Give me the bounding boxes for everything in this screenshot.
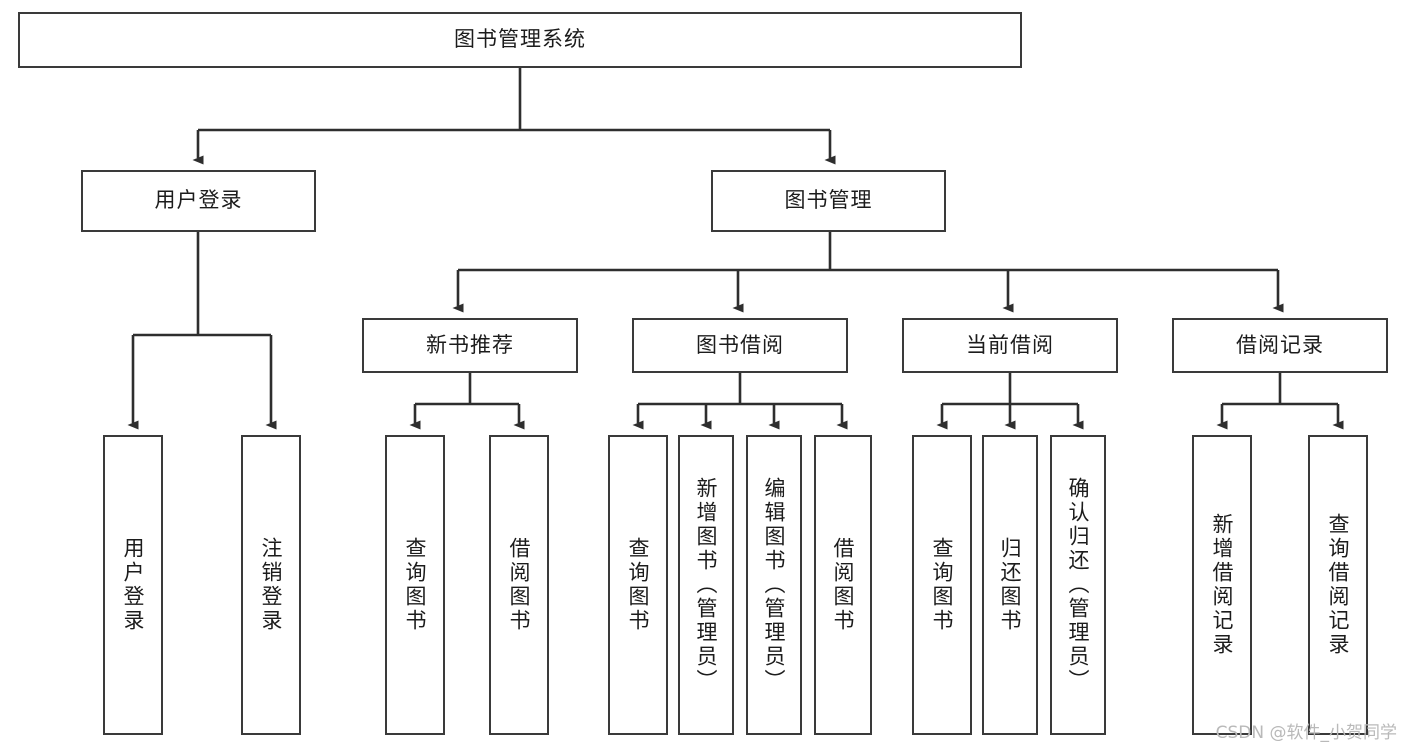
- node-label: 借阅图书: [507, 537, 532, 633]
- node-label: 编辑图书（管理员）: [762, 477, 787, 693]
- leaf-query-book-current[interactable]: 查询图书: [912, 435, 972, 735]
- node-label: 图书借阅: [696, 332, 784, 357]
- node-label: 查询借阅记录: [1326, 513, 1351, 657]
- leaf-user-logout[interactable]: 注销登录: [241, 435, 301, 735]
- leaf-borrow-book[interactable]: 借阅图书: [814, 435, 872, 735]
- node-label: 新增借阅记录: [1210, 513, 1235, 657]
- watermark-text: CSDN @软件_小贺同学: [1215, 723, 1397, 743]
- node-label: 新增图书（管理员）: [694, 477, 719, 693]
- node-book-management[interactable]: 图书管理: [711, 170, 946, 232]
- node-label: 确认归还（管理员）: [1066, 477, 1091, 693]
- node-current-borrow[interactable]: 当前借阅: [902, 318, 1118, 373]
- node-label: 注销登录: [259, 537, 284, 633]
- node-label: 图书管理: [784, 188, 873, 213]
- node-label: 图书管理系统: [454, 27, 586, 52]
- leaf-return-book[interactable]: 归还图书: [982, 435, 1038, 735]
- leaf-query-book-recommend[interactable]: 查询图书: [385, 435, 445, 735]
- node-root-library-system[interactable]: 图书管理系统: [18, 12, 1022, 68]
- node-label: 查询图书: [626, 537, 651, 633]
- node-label: 当前借阅: [966, 332, 1054, 357]
- node-label: 借阅记录: [1236, 332, 1324, 357]
- node-borrow-record[interactable]: 借阅记录: [1172, 318, 1388, 373]
- leaf-query-borrow-record[interactable]: 查询借阅记录: [1308, 435, 1368, 735]
- node-label: 用户登录: [121, 537, 146, 633]
- node-book-borrow[interactable]: 图书借阅: [632, 318, 848, 373]
- leaf-edit-book-admin[interactable]: 编辑图书（管理员）: [746, 435, 802, 735]
- leaf-user-login[interactable]: 用户登录: [103, 435, 163, 735]
- leaf-borrow-book-recommend[interactable]: 借阅图书: [489, 435, 549, 735]
- node-label: 查询图书: [403, 537, 428, 633]
- leaf-confirm-return-admin[interactable]: 确认归还（管理员）: [1050, 435, 1106, 735]
- node-new-book-recommend[interactable]: 新书推荐: [362, 318, 578, 373]
- node-label: 查询图书: [930, 537, 955, 633]
- leaf-add-borrow-record[interactable]: 新增借阅记录: [1192, 435, 1252, 735]
- leaf-add-book-admin[interactable]: 新增图书（管理员）: [678, 435, 734, 735]
- node-label: 用户登录: [154, 188, 243, 213]
- leaf-query-book-borrow[interactable]: 查询图书: [608, 435, 668, 735]
- node-user-login[interactable]: 用户登录: [81, 170, 316, 232]
- node-label: 新书推荐: [426, 332, 514, 357]
- node-label: 借阅图书: [831, 537, 856, 633]
- node-label: 归还图书: [998, 537, 1023, 633]
